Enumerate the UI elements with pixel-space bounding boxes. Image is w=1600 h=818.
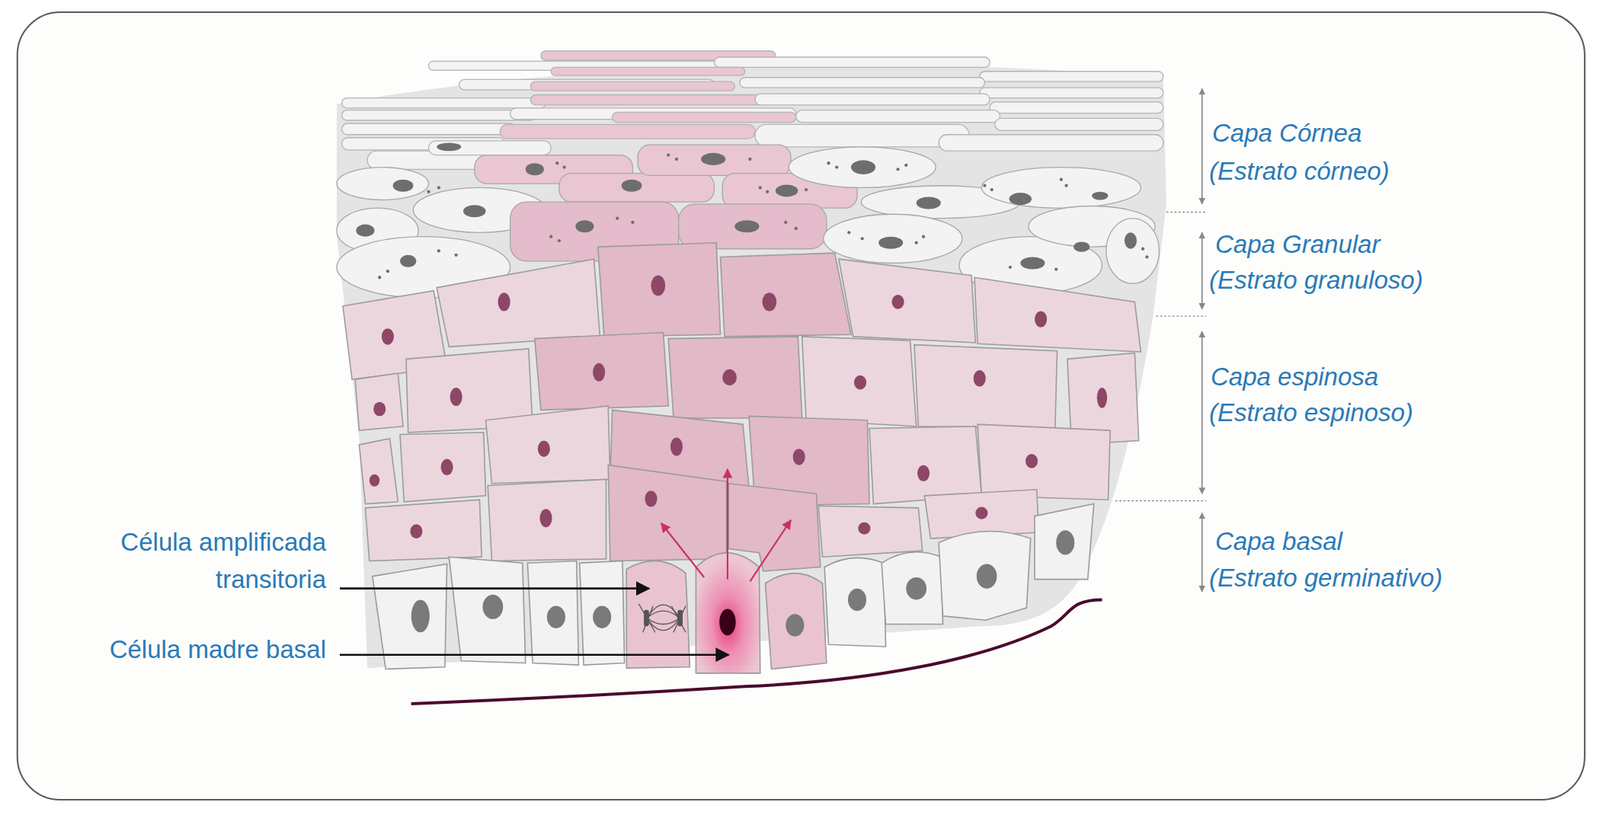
layer-label: Capa Córnea: [1212, 118, 1362, 149]
division-arrows: [661, 469, 791, 582]
cell-label: Célula amplificada transitoria: [67, 523, 327, 599]
frame: [17, 12, 1585, 800]
layer-label: Capa Granular: [1215, 229, 1380, 260]
cell-label: Célula madre basal: [67, 630, 327, 669]
layer-term: (Estrato córneo): [1209, 156, 1390, 187]
stem-nucleus: [719, 608, 736, 636]
layer-term: (Estrato granuloso): [1209, 265, 1424, 296]
basal-nuclei: [411, 530, 1076, 637]
spinous-nuclei: [369, 275, 1108, 540]
layer-brackets: [1201, 89, 1204, 592]
mitotic-spindle: [638, 604, 686, 633]
layer-label: Capa espinosa: [1210, 361, 1379, 393]
layer-dividers: [1115, 212, 1207, 502]
chromosomes: [643, 610, 683, 627]
layer-term: (Estrato espinoso): [1209, 397, 1414, 429]
layer-term: (Estrato germinativo): [1209, 563, 1443, 594]
spinous-cells: [342, 243, 1141, 572]
leader-arrows: [339, 588, 729, 656]
layer-label: Capa basal: [1215, 526, 1343, 557]
